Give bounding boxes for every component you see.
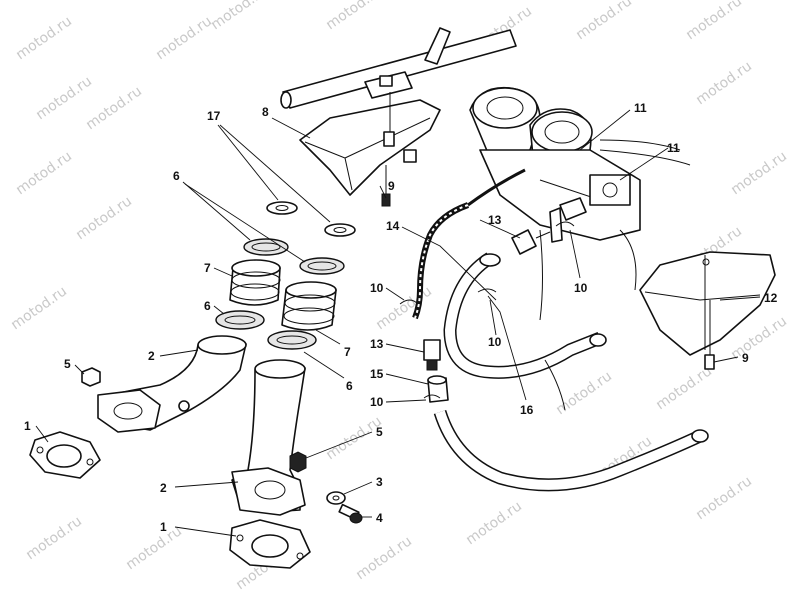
left-cover-part-8 xyxy=(299,92,441,196)
nut-left-part-5 xyxy=(81,367,101,387)
callout-11: 11 xyxy=(634,101,647,115)
hose-clamps-lower-part-6 xyxy=(215,310,317,350)
washers-part-17 xyxy=(266,201,356,237)
hose-clamps-upper-part-6 xyxy=(243,238,345,275)
callout-5: 5 xyxy=(64,357,71,371)
frame-tube xyxy=(280,27,517,109)
nut-center-part-5 xyxy=(289,451,307,473)
callout-6: 6 xyxy=(204,299,211,313)
intake-sleeves-part-7 xyxy=(229,259,337,331)
callout-1: 1 xyxy=(24,419,31,433)
watermark-text: motod.ru xyxy=(153,13,215,63)
callout-1: 1 xyxy=(160,520,167,534)
callout-3: 3 xyxy=(376,475,383,489)
callout-10: 10 xyxy=(370,281,384,295)
callout-10: 10 xyxy=(574,281,588,295)
callout-10: 10 xyxy=(488,335,502,349)
callout-2: 2 xyxy=(160,481,167,495)
watermark-text: motod.ru xyxy=(463,498,525,548)
bolt-part-4 xyxy=(338,503,363,524)
watermark-text: motod.ru xyxy=(23,513,85,563)
callout-8: 8 xyxy=(262,105,269,119)
callout-17: 17 xyxy=(207,109,221,123)
washer-part-3 xyxy=(326,491,346,505)
gasket-left-part-1 xyxy=(29,431,101,479)
watermark-text: motod.ru xyxy=(683,0,745,43)
leader-lines xyxy=(35,109,761,537)
fitting-upper-part-13 xyxy=(511,229,551,255)
watermark-text: motod.ru xyxy=(123,523,185,573)
callout-12: 12 xyxy=(764,291,778,305)
callout-9: 9 xyxy=(742,351,749,365)
watermark-text: motod.ru xyxy=(33,73,95,123)
watermark-text: motod.ru xyxy=(728,148,790,198)
watermark-text: motod.ru xyxy=(83,83,145,133)
screw-part-9 xyxy=(381,165,391,207)
callout-7: 7 xyxy=(204,261,211,275)
watermark-text: motod.ru xyxy=(573,0,635,43)
callout-13: 13 xyxy=(488,213,502,227)
clip-lower-part-10 xyxy=(423,288,497,399)
hoses-part-16 xyxy=(433,252,709,492)
watermark-text: motod.ru xyxy=(693,58,755,108)
watermark-text: motod.ru xyxy=(13,148,75,198)
intake-manifold-rear-part-2 xyxy=(97,335,247,433)
watermark-text: motod.ru xyxy=(13,13,75,63)
callout-9: 9 xyxy=(388,179,395,193)
callout-16: 16 xyxy=(520,403,534,417)
callout-13: 13 xyxy=(370,337,384,351)
watermark-text: motod.ru xyxy=(8,283,70,333)
watermark-text: motod.ru xyxy=(693,473,755,523)
callout-10: 10 xyxy=(370,395,384,409)
callout-11: 11 xyxy=(667,141,680,155)
fitting-lower-part-13 xyxy=(423,339,441,371)
watermark-text: motod.ru xyxy=(208,0,270,33)
intake-manifold-front-part-2 xyxy=(231,359,306,516)
watermark-text: motod.ru xyxy=(353,533,415,583)
callout-6: 6 xyxy=(346,379,353,393)
watermark-text: motod.ru xyxy=(653,363,715,413)
callout-6: 6 xyxy=(173,169,180,183)
clip-upper-part-10 xyxy=(399,221,575,305)
gasket-bottom-part-1 xyxy=(229,519,311,569)
watermark-text: motod.ru xyxy=(553,368,615,418)
callout-14: 14 xyxy=(386,219,400,233)
connector-part-15 xyxy=(427,375,449,403)
callout-2: 2 xyxy=(148,349,155,363)
callout-labels: 17 8 6 7 6 5 2 1 9 14 13 10 13 15 10 7 6… xyxy=(24,101,778,534)
callout-7: 7 xyxy=(344,345,351,359)
callout-4: 4 xyxy=(376,511,383,525)
callout-15: 15 xyxy=(370,367,384,381)
watermark-text: motod.ru xyxy=(73,193,135,243)
right-cover-part-12 xyxy=(639,251,776,356)
watermark-text: motod.ru xyxy=(323,0,385,33)
coiled-hose-part-14 xyxy=(412,168,526,320)
callout-5: 5 xyxy=(376,425,383,439)
